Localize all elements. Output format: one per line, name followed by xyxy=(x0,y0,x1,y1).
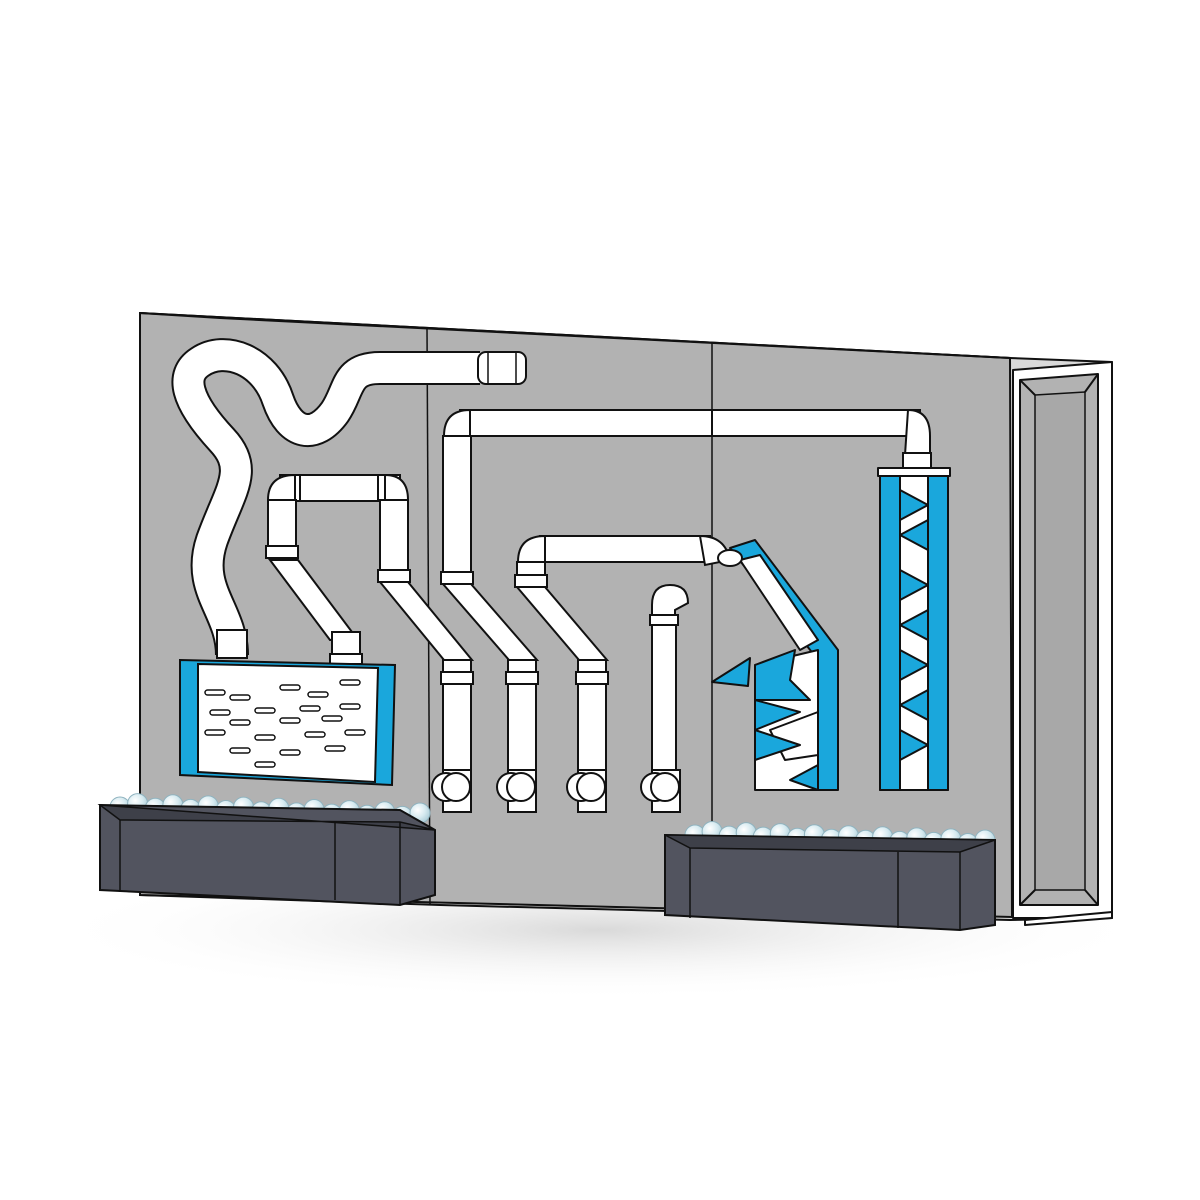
vertical-zigzag-column xyxy=(877,467,951,791)
slotted-tray xyxy=(179,658,397,787)
valve-row xyxy=(431,769,681,813)
u-pipe xyxy=(265,473,411,665)
planter-left xyxy=(97,793,436,907)
planter-right xyxy=(664,821,996,932)
zigzag-chute xyxy=(711,539,839,791)
ball-valve-4 xyxy=(640,769,681,813)
pipe-run-3 xyxy=(514,534,732,771)
top-pipe xyxy=(440,408,932,585)
ramp-deflector xyxy=(711,657,751,687)
pipe-run-1 xyxy=(377,581,475,771)
pipe-run-2 xyxy=(440,583,540,771)
hose-end-cap xyxy=(477,351,527,385)
ball-valve-3 xyxy=(566,769,607,813)
ball-valve-1 xyxy=(431,769,472,813)
flexible-hose xyxy=(171,338,527,659)
ball-valve-2 xyxy=(496,769,537,813)
tray-slots xyxy=(204,679,366,768)
